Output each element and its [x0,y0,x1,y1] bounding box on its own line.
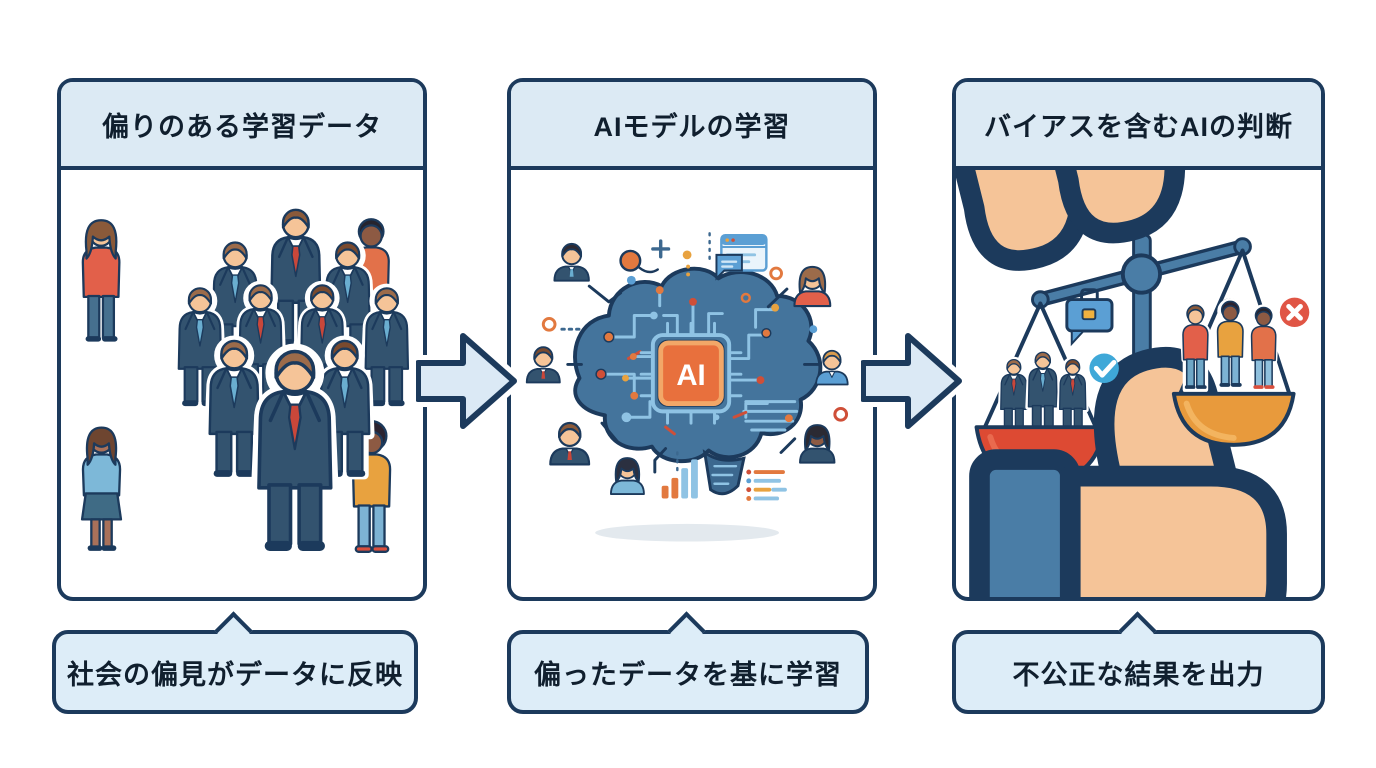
connector-line [779,437,797,454]
panel-1-title-text: 偏りのある学習データ [102,111,382,142]
person-woman-red [78,214,124,347]
crowd-svg [77,170,423,597]
businessman-on-pan [1000,359,1027,432]
flow-arrow-1 [416,328,520,434]
callout-unfair-output: 不公正な結果を出力 [952,611,1325,714]
avatar-businessman [549,421,591,466]
businessman-on-pan [1028,352,1058,432]
ai-brain-illustration: AI [511,170,873,597]
businessman-on-pan [1059,359,1086,432]
panel-1-title: 偏りのある学習データ [61,82,423,170]
panel-biased-training-data: 偏りのある学習データ [57,78,427,601]
briefcase-icon [1065,288,1114,347]
scale-left-side [974,288,1278,597]
panel-3-title: バイアスを含むAIの判断 [956,82,1321,170]
chat-window-icon [715,234,768,281]
businessman-front-center [258,350,333,551]
panel-2-title: AIモデルの学習 [511,82,873,170]
right-pan [1171,391,1296,447]
person-on-pan [1218,301,1243,387]
woman-on-pan [1183,305,1208,390]
avatar-woman [609,457,645,495]
connector-line [653,447,668,474]
brain-shadow [595,523,780,542]
crowd-illustration [61,170,423,597]
callout-tail [1117,611,1157,650]
connector-line [766,287,789,309]
panel-ai-model-training: AIモデルの学習 [507,78,877,601]
avatar-businessman [553,242,590,282]
person-woman-blue [77,420,126,554]
plus-icon [651,239,671,259]
avatar-woman [799,424,836,464]
scale-svg [956,170,1310,597]
avatar-businessman [525,346,561,384]
businessman [209,340,260,477]
panel-3-title-text: バイアスを含むAIの判断 [984,111,1293,142]
panel-2-title-text: AIモデルの学習 [593,111,791,142]
flow-arrow-2 [861,328,965,434]
callout-social-bias: 社会の偏見がデータに反映 [52,611,418,714]
ai-chip-icon: AI [639,321,743,425]
cross-badge-icon [1279,297,1310,328]
callout-3-text: 不公正な結果を出力 [1012,659,1265,690]
scale-right-side [956,170,1310,447]
callout-1-text: 社会の偏見がデータに反映 [67,659,403,690]
ai-chip-label: AI [676,359,705,392]
connector-line [587,284,623,304]
connector-line [600,421,619,443]
check-badge-icon [1089,353,1119,384]
bar-chart-icon [661,459,698,499]
callout-tail [214,611,253,650]
callout-2-text: 偏ったデータを基に学習 [534,659,842,690]
callout-biased-learning: 偏ったデータを基に学習 [507,611,869,714]
list-icon [746,469,787,501]
panel-biased-judgement: バイアスを含むAIの判断 [952,78,1325,601]
scale-beam [1031,237,1252,309]
callout-tail [667,611,706,650]
avatar-woman [793,265,832,308]
brain-svg: AI [525,232,849,542]
node-dot-icon [541,232,849,422]
man-on-pan [1252,307,1276,389]
scale-illustration [956,170,1321,597]
